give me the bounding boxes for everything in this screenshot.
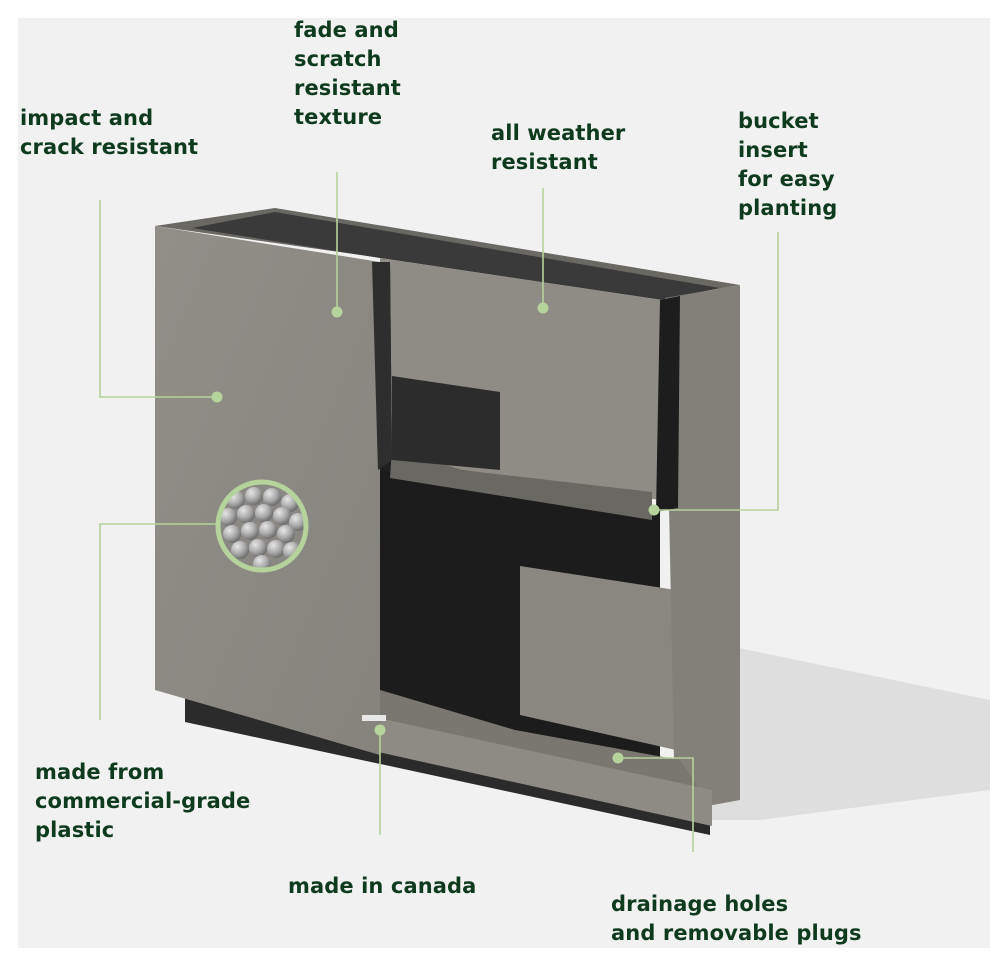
callout-text-line: drainage holes — [611, 892, 789, 916]
callout-text-line: bucket — [738, 109, 819, 133]
callout-text-line: made from — [35, 760, 165, 784]
material-closeup — [215, 479, 309, 573]
callout-made-in-canada: made in canada — [288, 872, 476, 901]
callout-text-line: fade and — [294, 18, 399, 42]
drainage-tray-front — [378, 718, 712, 826]
callout-all-weather: all weather resistant — [491, 119, 625, 177]
callout-text-line: and removable plugs — [611, 921, 862, 945]
callout-text-line: planting — [738, 196, 838, 220]
callout-text-line: all weather — [491, 121, 626, 145]
callout-text-line: plastic — [35, 818, 115, 842]
planter-right-column-edge — [656, 296, 680, 512]
callout-line-drainage — [618, 757, 694, 852]
callout-drainage: drainage holes and removable plugs — [611, 890, 862, 948]
callout-dot-canada — [374, 724, 386, 736]
callout-lines — [99, 172, 779, 852]
callout-material: made from commercial-grade plastic — [35, 758, 250, 845]
callout-bucket-insert: bucket insert for easy planting — [738, 107, 837, 223]
callout-text-line: commercial-grade — [35, 789, 251, 813]
callout-line-impact — [99, 200, 217, 398]
bucket-insert-front — [392, 376, 500, 470]
drainage-tray — [380, 690, 700, 790]
bucket-insert-shelf — [390, 448, 652, 520]
planter-front-slab-edge — [372, 262, 392, 470]
callout-dot-drainage — [612, 752, 624, 764]
callout-line-bucket — [654, 232, 779, 511]
callout-text-line: impact and — [20, 106, 154, 130]
callout-text-line: texture — [294, 105, 383, 129]
callout-fade-scratch: fade and scratch resistant texture — [294, 16, 401, 132]
callout-line-material — [99, 523, 216, 720]
callout-text-line: insert — [738, 138, 808, 162]
cast-shadow — [700, 640, 990, 820]
callout-dot-bucket — [648, 504, 660, 516]
planter-lower-back — [520, 566, 676, 750]
callout-text-line: resistant — [294, 76, 401, 100]
planter-top-opening — [192, 212, 720, 300]
planter-right-column — [665, 285, 740, 812]
callout-impact-resistant: impact and crack resistant — [20, 104, 198, 162]
callout-dot-weather — [537, 302, 549, 314]
callout-text-line: made in canada — [288, 874, 477, 898]
callout-text-line: resistant — [491, 150, 598, 174]
callout-text-line: scratch — [294, 47, 382, 71]
callout-text-line: crack resistant — [20, 135, 199, 159]
callout-dot-fade — [331, 306, 343, 318]
callout-dot-impact — [211, 391, 223, 403]
callout-text-line: for easy — [738, 167, 835, 191]
made-in-canada-tag — [362, 715, 386, 721]
callout-dots — [211, 302, 660, 764]
